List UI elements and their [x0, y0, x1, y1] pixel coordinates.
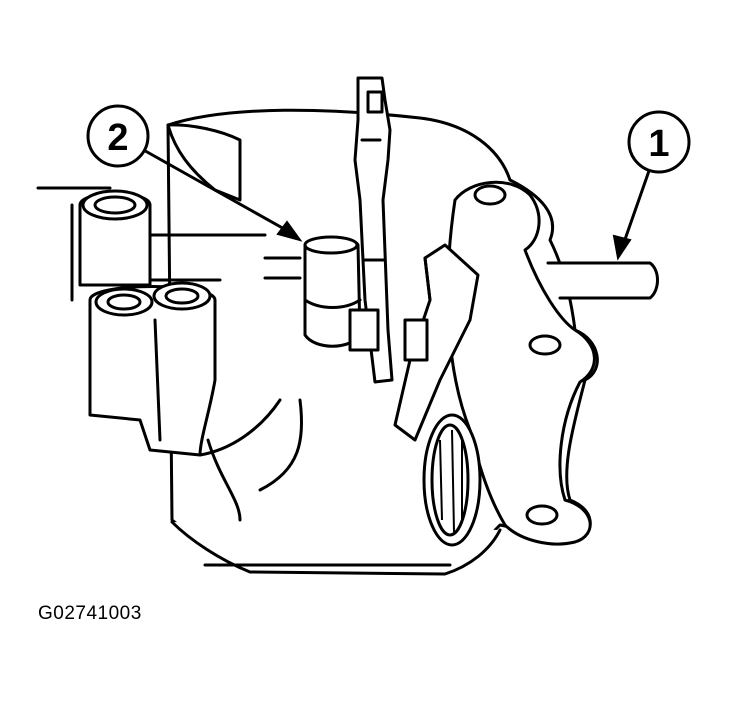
callout-2-label: 2 — [107, 117, 128, 159]
callout-2: 2 — [86, 104, 150, 168]
callout-2-leader — [138, 146, 303, 242]
fuel-fittings — [36, 186, 282, 457]
flange-hole-top — [473, 184, 507, 206]
flange-hole-middle — [528, 334, 562, 356]
throttle-lever — [353, 76, 394, 384]
shaft-bushing — [303, 235, 380, 352]
callout-1-label: 1 — [648, 123, 669, 165]
callout-1-leader — [612, 166, 652, 261]
throttle-shaft — [263, 256, 659, 300]
return-spring — [422, 413, 482, 547]
callout-1-circle — [627, 110, 691, 174]
figure-code: G02741003 — [38, 603, 142, 624]
stop-bracket — [393, 243, 480, 442]
callout-2-circle — [86, 104, 150, 168]
flange-hole-bottom — [525, 504, 559, 526]
callout-1: 1 — [627, 110, 691, 174]
